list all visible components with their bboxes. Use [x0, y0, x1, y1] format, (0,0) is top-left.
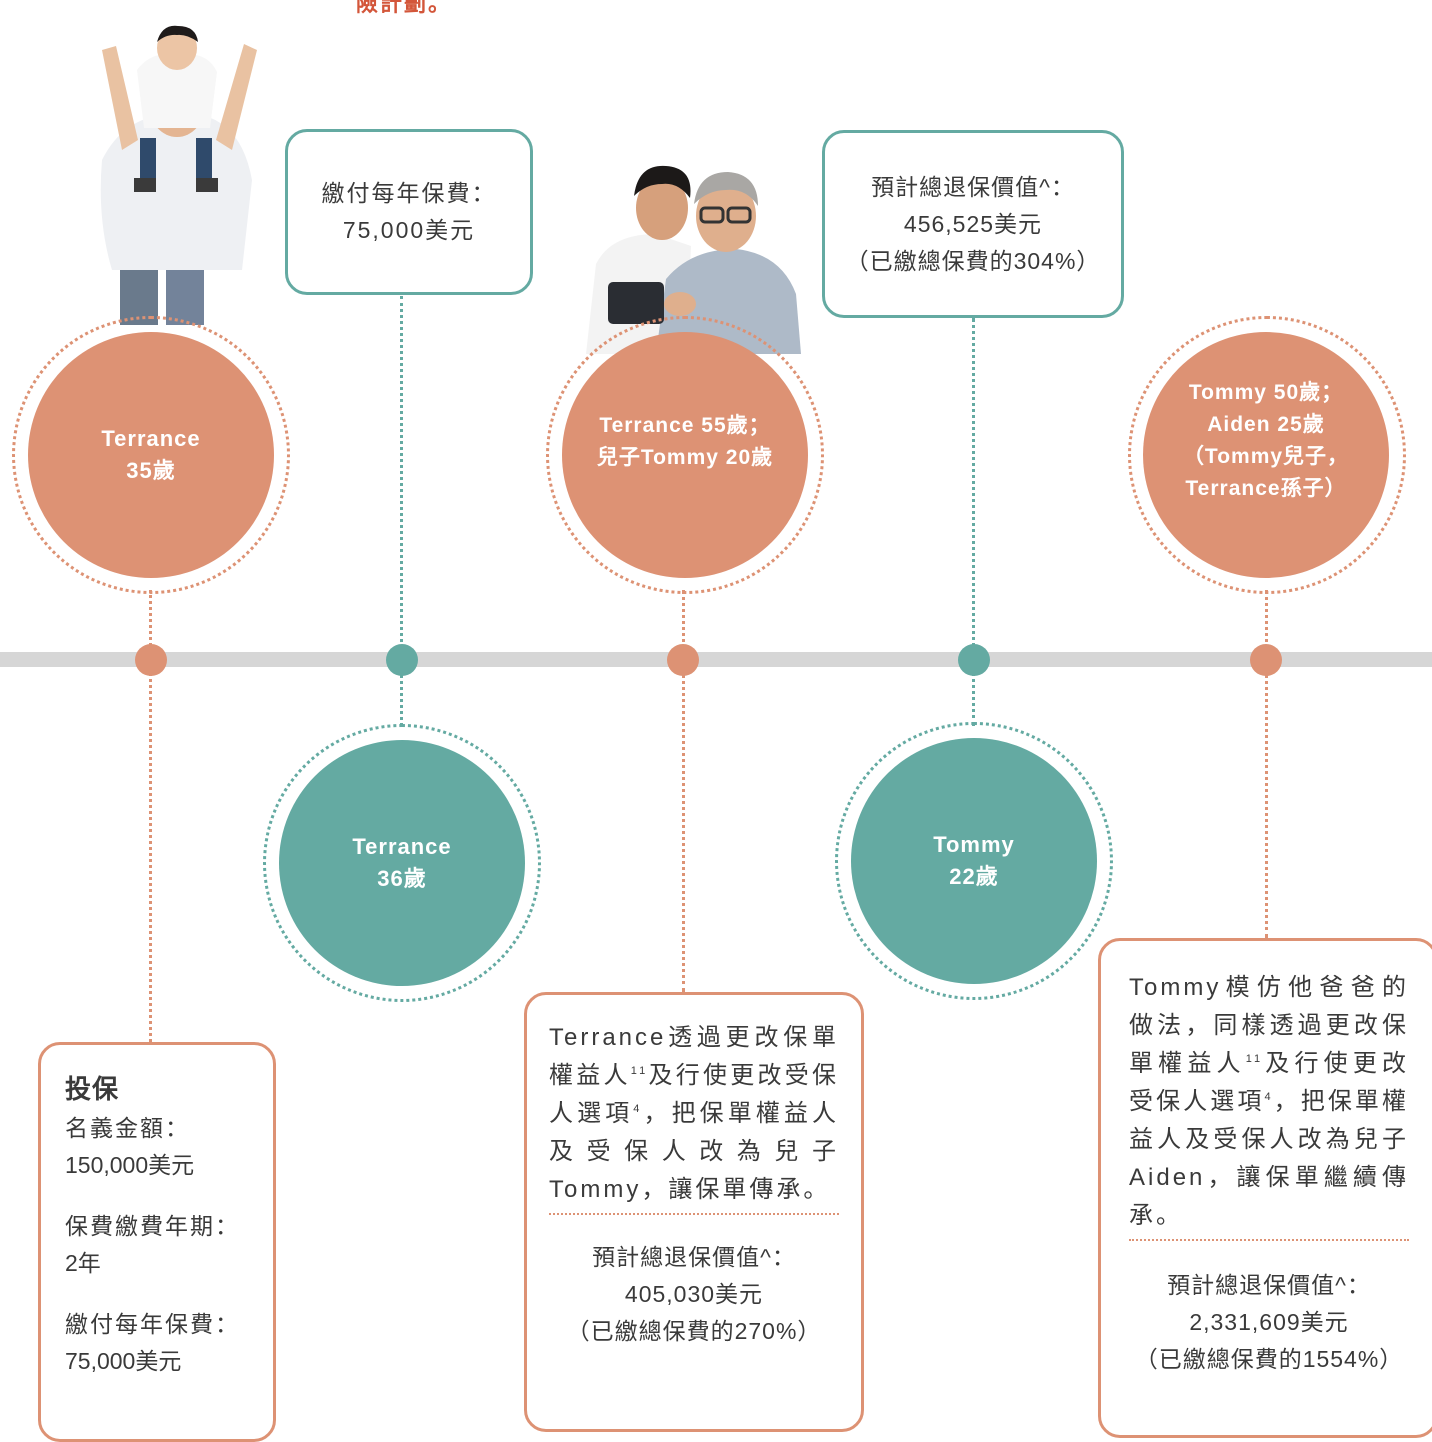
- timeline-dot: [958, 644, 990, 676]
- surrender-value-box: 預計總退保價值^： 456,525美元 （已繳總保費的304%）: [822, 130, 1124, 318]
- box-line: 2,331,609美元: [1189, 1309, 1349, 1335]
- milestone-ring: [546, 316, 824, 594]
- footnote-ref: 4: [1264, 1091, 1274, 1103]
- connector-line: [972, 318, 975, 726]
- box-item: 繳付每年保費： 75,000美元: [65, 1306, 273, 1380]
- box-line: 405,030美元: [624, 1281, 764, 1307]
- circle-label: Aiden 25歲: [1207, 413, 1325, 436]
- desc-text: Terrance透過更改保單權益人: [549, 1024, 839, 1089]
- desc-text: 及行使更改受保人選項: [549, 1062, 840, 1127]
- milestone-ring: [1128, 316, 1406, 594]
- connector-line: [1265, 590, 1268, 938]
- dotted-separator: [549, 1213, 839, 1215]
- policy-start-box: 投保 名義金額： 150,000美元 保費繳費年期： 2年 繳付每年保費： 75…: [38, 1042, 276, 1442]
- circle-label: Terrance: [352, 834, 452, 859]
- circle-label: Tommy 50歲；: [1188, 381, 1344, 404]
- terrance-tommy-photo-overlay: [586, 300, 806, 355]
- box-line: （已繳總保費的1554%）: [1134, 1346, 1404, 1372]
- milestone-ring: [835, 722, 1113, 1000]
- box-line: 預計總退保價值^：: [871, 174, 1075, 200]
- circle-label: Terrance 55歲；: [599, 414, 771, 437]
- circle-label: Terrance孫子）: [1185, 477, 1347, 500]
- milestone-circle-terrance-55: Terrance 55歲； 兒子Tommy 20歲: [562, 332, 808, 578]
- box-line: 預計總退保價值^：: [592, 1244, 796, 1270]
- milestone-circle-terrance-36: Terrance 36歲: [279, 740, 525, 986]
- desc-text: ，把保單權益人及受保人改為兒子Aiden，讓保單繼續傳承。: [1129, 1088, 1409, 1229]
- timeline-dot: [667, 644, 699, 676]
- father-son-photo: [100, 25, 257, 325]
- footnote-ref: 11: [630, 1065, 649, 1077]
- box-line: 預計總退保價值^：: [1167, 1272, 1371, 1298]
- box-line: 456,525美元: [903, 211, 1043, 237]
- box-line: （已繳總保費的304%）: [845, 248, 1101, 274]
- box-item: 名義金額： 150,000美元: [65, 1110, 273, 1184]
- transfer-description: Terrance透過更改保單權益人11及行使更改受保人選項4，把保單權益人及受保…: [549, 1019, 840, 1203]
- circle-label: 36歲: [377, 866, 427, 891]
- milestone-circle-tommy-50: Tommy 50歲； Aiden 25歲 （Tommy兒子， Terrance孫…: [1143, 332, 1389, 578]
- timeline-dot: [1250, 644, 1282, 676]
- circle-label: 35歲: [126, 458, 176, 483]
- milestone-circle-terrance-35: Terrance 35歲: [28, 332, 274, 578]
- box-item: 保費繳費年期： 2年: [65, 1208, 273, 1282]
- connector-line: [682, 590, 685, 992]
- surrender-value: 預計總退保價值^： 405,030美元 （已繳總保費的270%）: [549, 1239, 839, 1350]
- footnote-ref: 4: [633, 1103, 643, 1115]
- premium-box: 繳付每年保費： 75,000美元: [285, 129, 533, 295]
- surrender-value: 預計總退保價值^： 2,331,609美元 （已繳總保費的1554%）: [1129, 1267, 1409, 1378]
- circle-label: （Tommy兒子，: [1182, 445, 1350, 468]
- circle-label: Tommy: [933, 832, 1015, 857]
- dotted-separator: [1129, 1239, 1409, 1241]
- transfer-box-tommy: Tommy模仿他爸爸的做法，同樣透過更改保單權益人11及行使更改受保人選項4，把…: [1098, 938, 1432, 1438]
- timeline-bar: [0, 652, 1432, 667]
- item-label: 名義金額：: [65, 1115, 190, 1141]
- timeline-dot: [386, 644, 418, 676]
- circle-label: 兒子Tommy 20歲: [596, 446, 774, 469]
- desc-text: ，把保單權益人及受保人改為兒子Tommy，讓保單傳承。: [549, 1100, 840, 1203]
- circle-label: Terrance: [101, 426, 201, 451]
- milestone-ring: [263, 724, 541, 1002]
- milestone-ring: [12, 316, 290, 594]
- heading-fragment: 險計劃。: [356, 0, 453, 16]
- footnote-ref: 11: [1245, 1053, 1264, 1065]
- item-value: 75,000美元: [65, 1348, 182, 1374]
- item-value: 150,000美元: [65, 1152, 195, 1178]
- connector-line: [149, 590, 152, 1042]
- milestone-circle-tommy-22: Tommy 22歲: [851, 738, 1097, 984]
- desc-text: Tommy模仿他爸爸的做法，同樣透過更改保單權益人: [1129, 974, 1409, 1077]
- box-heading: 投保: [65, 1074, 120, 1104]
- timeline-dot: [135, 644, 167, 676]
- item-label: 繳付每年保費：: [65, 1311, 240, 1337]
- desc-text: 及行使更改受保人選項: [1129, 1050, 1410, 1115]
- connector-line: [400, 296, 403, 726]
- item-value: 2年: [65, 1250, 101, 1276]
- box-line: 繳付每年保費：: [321, 180, 497, 206]
- transfer-box-terrance: Terrance透過更改保單權益人11及行使更改受保人選項4，把保單權益人及受保…: [524, 992, 864, 1432]
- box-line: （已繳總保費的270%）: [566, 1318, 822, 1344]
- transfer-description: Tommy模仿他爸爸的做法，同樣透過更改保單權益人11及行使更改受保人選項4，把…: [1129, 969, 1410, 1229]
- item-label: 保費繳費年期：: [65, 1213, 240, 1239]
- circle-label: 22歲: [949, 864, 999, 889]
- box-line: 75,000美元: [342, 217, 476, 243]
